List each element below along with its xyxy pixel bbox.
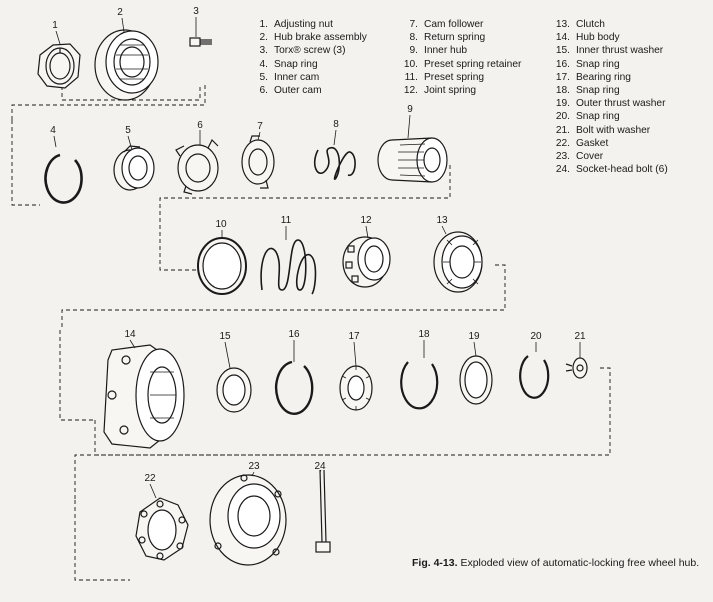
part-label-17: 17 [348, 331, 360, 342]
legend-column-1: 1.Adjusting nut 2.Hub brake assembly 3.T… [250, 18, 367, 97]
legend-item: 12.Joint spring [403, 85, 477, 97]
torx-screw-part [189, 37, 212, 47]
outer-thrust-washer-part [459, 355, 493, 405]
part-label-15: 15 [219, 331, 231, 342]
part-label-18: 18 [418, 329, 430, 340]
leader-lines [53, 17, 581, 499]
legend-item: 6.Outer cam [259, 85, 322, 97]
legend-item: 4.Snap ring [259, 58, 318, 70]
snap-ring-20-part [519, 355, 550, 399]
figure-caption: Fig. 4-13. Exploded view of automatic-lo… [412, 557, 702, 570]
preset-spring-part [260, 239, 317, 295]
legend-item: 19.Outer thrust washer [555, 98, 666, 110]
figure-caption-text: Exploded view of automatic-locking free … [460, 557, 700, 569]
inner-hub-part [377, 137, 448, 183]
legend-item: 13.Clutch [555, 19, 605, 30]
part-label-24: 24 [314, 461, 326, 472]
part-label-1: 1 [52, 20, 58, 31]
legend-item: 7.Cam follower [409, 19, 484, 30]
legend-item: 8.Return spring [409, 32, 486, 44]
cam-follower-part [241, 135, 275, 189]
hub-brake-assembly-part [94, 29, 159, 101]
part-label-7: 7 [257, 121, 263, 132]
part-label-16: 16 [288, 329, 300, 340]
part-label-9: 9 [407, 104, 413, 115]
snap-ring-4-part [44, 153, 83, 204]
cover-part [209, 474, 287, 566]
legend-item: 10.Preset spring retainer [403, 58, 522, 70]
part-label-23: 23 [248, 461, 260, 472]
preset-spring-retainer-part [197, 237, 247, 295]
legend-item: 21.Bolt with washer [555, 124, 651, 136]
part-label-8: 8 [333, 119, 339, 130]
legend-item: 22.Gasket [555, 137, 609, 149]
hub-body-part [103, 344, 185, 449]
legend-item: 1.Adjusting nut [259, 19, 333, 30]
gasket-part [135, 497, 189, 561]
part-label-5: 5 [125, 125, 131, 136]
outer-cam-part [175, 138, 219, 195]
part-label-6: 6 [197, 120, 203, 131]
legend-item: 16.Snap ring [555, 58, 620, 70]
legend-column-2: 7.Cam follower 8.Return spring 9.Inner h… [400, 18, 522, 97]
part-label-20: 20 [530, 331, 542, 342]
part-label-11: 11 [280, 215, 292, 226]
part-label-14: 14 [124, 329, 136, 340]
legend-item: 3.Torx® screw (3) [259, 45, 346, 57]
snap-ring-16-part [274, 360, 314, 415]
legend-item: 11.Preset spring [404, 71, 485, 83]
legend-item: 23.Cover [555, 151, 604, 163]
inner-cam-part [113, 145, 155, 191]
adjusting-nut-part [37, 43, 81, 89]
part-label-10: 10 [215, 219, 227, 230]
legend-item: 24.Socket-head bolt (6) [555, 164, 668, 176]
part-label-4: 4 [50, 125, 56, 136]
socket-head-bolt-part [315, 469, 331, 553]
part-label-2: 2 [117, 7, 123, 18]
legend-item: 20.Snap ring [555, 111, 620, 123]
legend-column-3: 13.Clutch 14.Hub body 15.Inner thrust wa… [552, 18, 668, 176]
snap-ring-18-part [400, 361, 439, 410]
legend-item: 15.Inner thrust washer [555, 45, 664, 57]
inner-thrust-washer-part [216, 367, 252, 413]
part-label-12: 12 [360, 215, 372, 226]
legend-item: 5.Inner cam [259, 71, 320, 83]
part-label-3: 3 [193, 6, 199, 17]
part-label-21: 21 [574, 331, 586, 342]
clutch-part [433, 231, 483, 293]
legend-item: 18.Snap ring [555, 85, 620, 97]
return-spring-part [313, 147, 356, 180]
bolt-with-washer-part [565, 357, 588, 379]
legend-item: 2.Hub brake assembly [259, 32, 367, 44]
figure-number: Fig. 4-13. [412, 557, 458, 569]
legend-item: 14.Hub body [555, 32, 620, 44]
legend-item: 9.Inner hub [409, 45, 468, 57]
joint-spring-part [342, 236, 391, 288]
assembly-axis-lines [11, 72, 611, 581]
part-label-13: 13 [436, 215, 448, 226]
part-label-19: 19 [468, 331, 480, 342]
part-label-22: 22 [144, 473, 156, 484]
legend-item: 17.Bearing ring [555, 71, 631, 83]
bearing-ring-part [339, 365, 373, 411]
